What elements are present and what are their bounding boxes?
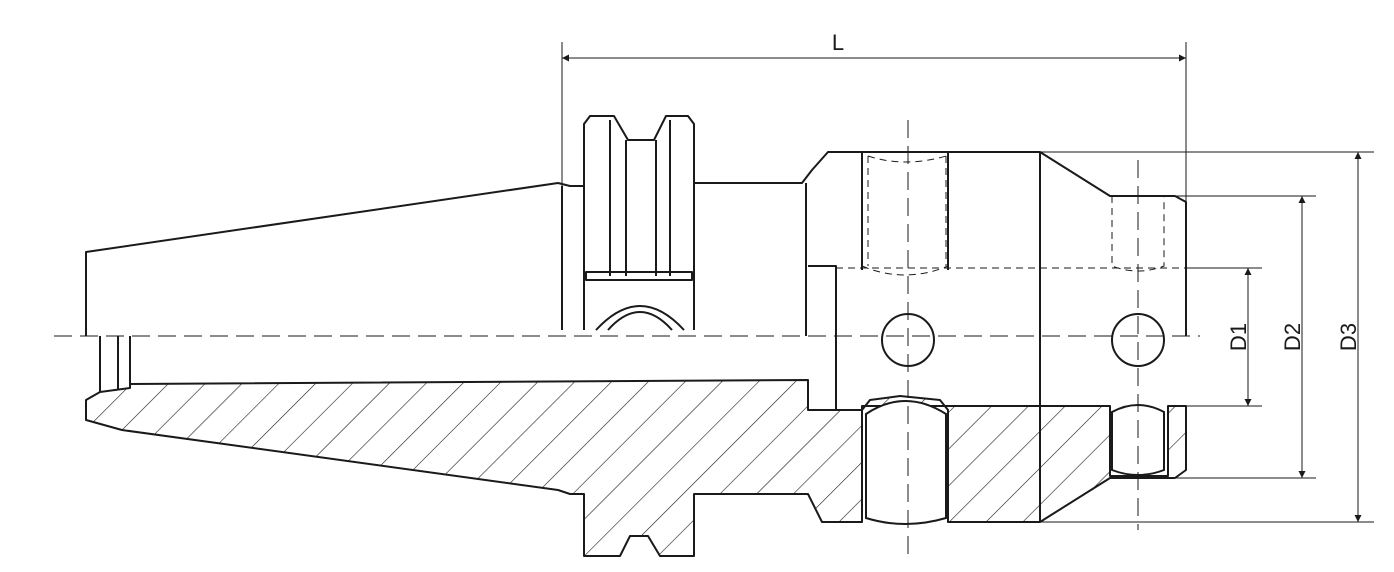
dim-label-d1: D1 (1226, 323, 1251, 351)
lower-bore (865, 400, 947, 525)
outer-view (85, 115, 1187, 522)
hidden-bore (867, 155, 947, 163)
flange-outline (583, 115, 695, 330)
key-slot (585, 271, 693, 281)
dimensions: L D1 D2 D3 (561, 30, 1374, 523)
center-lines (54, 120, 1200, 560)
drive-slot-arc (607, 311, 673, 331)
hidden-lines (836, 155, 1186, 276)
taper-outline (85, 182, 585, 336)
body-section (861, 395, 1187, 523)
dim-label-d2: D2 (1280, 323, 1305, 351)
dim-label-l: L (832, 30, 844, 55)
lower-small-bore (1111, 404, 1165, 476)
body-step (808, 265, 837, 410)
drive-slot-arc (595, 305, 685, 331)
section-half (85, 336, 1187, 557)
taper-section (85, 379, 863, 557)
screw-hole (1111, 313, 1165, 367)
dim-label-d3: D3 (1336, 323, 1361, 351)
hidden-bore (861, 265, 949, 276)
